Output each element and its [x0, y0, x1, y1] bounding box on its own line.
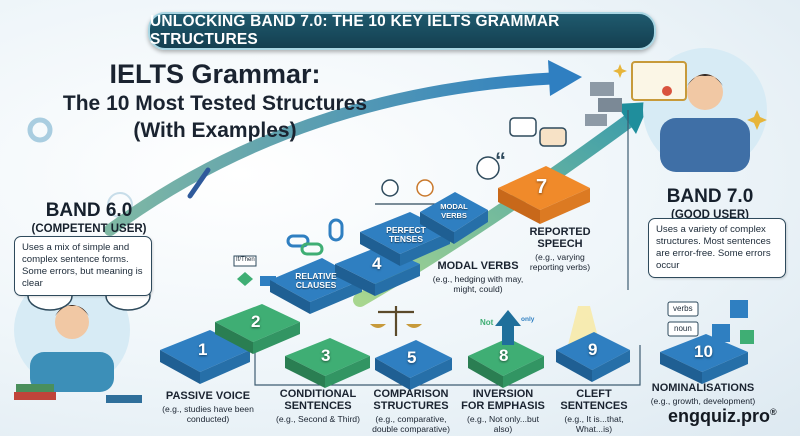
scales-pan-right — [406, 324, 422, 328]
sparkle-icon — [747, 110, 767, 130]
cube-icon-2 — [712, 324, 730, 342]
structure-9-label: CLEFT SENTENCES (e.g., It is...that, Wha… — [554, 388, 634, 434]
structure-1-label: PASSIVE VOICE (e.g., studies have been c… — [158, 390, 258, 424]
relative-clauses-tile-label: RELATIVE CLAUSES — [295, 271, 337, 290]
if-then-text: If/Then — [236, 257, 255, 263]
structure-5-label: COMPARISON STRUCTURES (e.g., comparative… — [366, 388, 456, 434]
verbs-text: verbs — [673, 304, 693, 313]
structure-1-example: (e.g., studies have been conducted) — [162, 404, 254, 424]
growth-arrow-head — [616, 102, 650, 134]
flowchart-icon — [233, 255, 257, 267]
cube-icon-3 — [740, 330, 754, 344]
chain-icon — [286, 234, 310, 248]
speech-bubble-icon-2 — [539, 127, 567, 147]
chain-icon-2 — [300, 242, 324, 256]
title-line-2: The 10 Most Tested Structures — [62, 92, 368, 115]
tile-8[interactable] — [468, 310, 544, 388]
progress-arrow — [104, 72, 566, 236]
band6-description: Uses a mix of simple and complex sentenc… — [14, 236, 152, 296]
structure-9-name: CLEFT SENTENCES — [560, 388, 628, 412]
tile-5[interactable] — [375, 340, 452, 390]
tile-1-number: 1 — [198, 340, 208, 359]
structure-7-name: REPORTED SPEECH — [529, 226, 591, 250]
flowchart-diamond-icon — [237, 272, 253, 286]
question-icon — [476, 156, 500, 180]
brand-text: engquiz.pro — [668, 406, 770, 426]
tile-3-number: 3 — [321, 346, 331, 365]
quote-icon: “ — [495, 148, 506, 173]
structure-10-name: NOMINALISATIONS — [651, 382, 755, 394]
band7-heading: BAND 7.0 (GOOD USER) — [650, 186, 770, 222]
up-arrow-icon — [495, 310, 521, 345]
structure-3-label: CONDITIONAL SENTENCES (e.g., Second & Th… — [276, 388, 360, 424]
tile-8-number: 8 — [499, 346, 509, 365]
structure-7-label: REPORTED SPEECH (e.g., varying reporting… — [520, 226, 600, 272]
speech-bubble-icon — [509, 117, 537, 137]
tile-10-number: 10 — [694, 342, 713, 361]
tile-9[interactable] — [556, 332, 630, 382]
tile-2-number: 2 — [251, 312, 261, 331]
noun-text: noun — [674, 324, 692, 333]
tile-modal[interactable] — [420, 192, 488, 244]
structure-8-example: (e.g., Not only...but also) — [467, 414, 539, 434]
tile-4-number: 4 — [372, 254, 382, 273]
structure-5-example: (e.g., comparative, double comparative) — [372, 414, 450, 434]
perfect-tenses-tile-label: PERFECT TENSES — [386, 225, 426, 244]
tile-3[interactable] — [285, 338, 370, 388]
modal-verbs-name: MODAL VERBS — [437, 260, 519, 272]
brand-logo[interactable]: engquiz.pro® — [668, 406, 777, 427]
band6-level: (COMPETENT USER) — [31, 223, 147, 235]
scales-pan-left — [370, 324, 386, 328]
band7-label: BAND 7.0 — [666, 186, 754, 207]
clock-icon — [381, 179, 399, 197]
noun-tag-icon — [667, 321, 699, 337]
certificate-icon — [631, 61, 687, 101]
cube-icon — [730, 300, 748, 318]
tile-7-number: 7 — [536, 176, 548, 198]
flowchart-box-icon — [260, 276, 276, 286]
connector-line — [254, 345, 641, 386]
tile-7[interactable] — [498, 166, 590, 224]
chain-icon-3 — [328, 218, 344, 242]
structure-8-name: INVERSION FOR EMPHASIS — [461, 388, 545, 412]
structure-8-label: INVERSION FOR EMPHASIS (e.g., Not only..… — [460, 388, 546, 434]
modal-verbs-example: (e.g., hedging with may, might, could) — [432, 274, 524, 294]
band6-heading: BAND 6.0 (COMPETENT USER) — [14, 200, 164, 236]
only-text: only — [521, 316, 535, 323]
band6-label: BAND 6.0 — [45, 200, 133, 221]
structure-5-name: COMPARISON STRUCTURES — [373, 388, 449, 412]
tile-9-number: 9 — [588, 340, 598, 359]
tile-5-number: 5 — [407, 348, 417, 367]
structure-3-name: CONDITIONAL SENTENCES — [279, 388, 357, 412]
structure-9-example: (e.g., It is...that, What...is) — [564, 414, 624, 434]
structure-10-example: (e.g., growth, development) — [650, 396, 756, 406]
teacher-illustration — [631, 48, 767, 172]
verbs-tag-icon — [667, 301, 699, 317]
page-title: IELTS Grammar: The 10 Most Tested Struct… — [50, 58, 380, 144]
not-text: Not — [480, 318, 494, 327]
structure-3-example: (e.g., Second & Third) — [276, 414, 360, 424]
brand-mark: ® — [770, 407, 777, 417]
chart-icon — [27, 117, 53, 143]
structure-1-name: PASSIVE VOICE — [165, 390, 251, 402]
modal-verbs-tile-label: MODAL VERBS — [440, 202, 468, 220]
structure-6-label: MODAL VERBS (e.g., hedging with may, mig… — [430, 260, 526, 294]
structure-10-label: NOMINALISATIONS (e.g., growth, developme… — [648, 382, 758, 406]
pen-icon — [187, 167, 211, 199]
tile-10[interactable] — [660, 334, 748, 384]
progress-arrow-head — [548, 60, 582, 96]
title-line-3: (With Examples) — [133, 119, 297, 142]
structure-7-example: (e.g., varying reporting verbs) — [529, 252, 591, 272]
sparkle-icon-2 — [613, 64, 627, 78]
header-banner: UNLOCKING BAND 7.0: THE 10 KEY IELTS GRA… — [148, 12, 656, 50]
band7-description: Uses a variety of complex structures. Mo… — [648, 218, 786, 278]
tile-2[interactable] — [215, 304, 300, 354]
clock-icon-2 — [416, 179, 434, 197]
wall-icon — [585, 82, 622, 126]
title-line-1: IELTS Grammar: — [109, 59, 321, 89]
